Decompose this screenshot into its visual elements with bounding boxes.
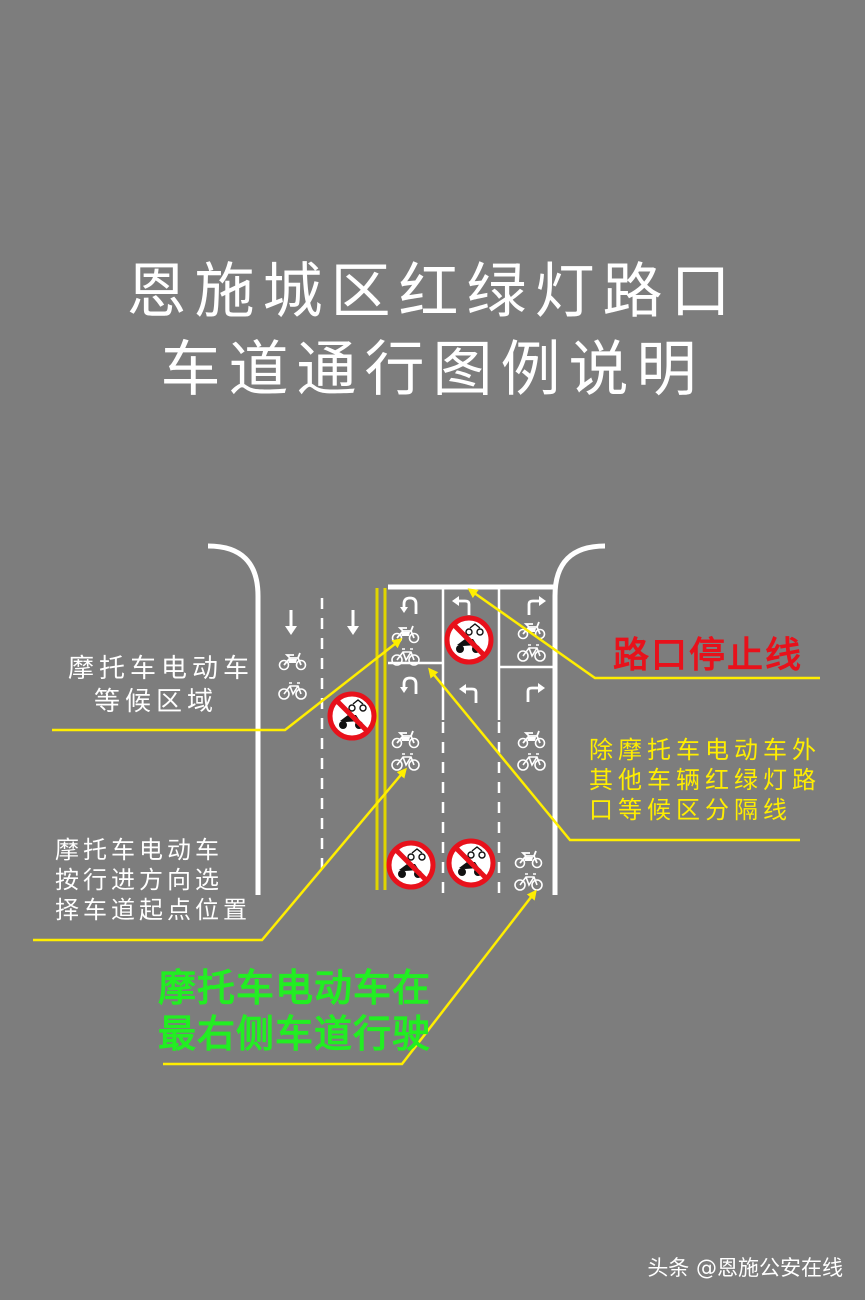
left-turn-arrow-icon	[452, 596, 471, 615]
bicycle-icon	[391, 753, 420, 771]
u-turn-arrow-icon	[400, 596, 418, 614]
left-turn-arrow-icon	[459, 684, 478, 703]
right-lane-label: 摩托车电动车在 最右侧车道行驶	[158, 966, 432, 1056]
watermark: 头条 @恩施公安在线	[647, 1256, 843, 1280]
motorcycle-icon	[391, 625, 420, 644]
callout-waiting-area	[52, 638, 403, 732]
bicycle-icon	[517, 644, 546, 662]
bicycle-icon	[514, 873, 543, 891]
waiting-area-label: 摩托车电动车 等候区域	[68, 654, 255, 717]
motorcycle-icon	[514, 850, 543, 869]
callout-lane-start	[33, 767, 407, 942]
right-curb	[552, 543, 606, 895]
motorcycle-icon	[517, 730, 546, 749]
right-turn-arrow-icon	[526, 683, 545, 702]
no-motorcycle-sign-icon	[447, 618, 491, 662]
down-arrow-icon	[347, 610, 359, 635]
bicycle-icon	[278, 682, 307, 700]
page-title-line-1: 恩施城区红绿灯路口	[126, 257, 739, 327]
no-motorcycle-sign-icon	[330, 694, 374, 738]
divider-label: 除摩托车电动车外 其他车辆红绿灯路 口等候区分隔线	[589, 736, 821, 824]
stop-line-label: 路口停止线	[613, 635, 804, 676]
motorcycle-icon	[391, 730, 420, 749]
no-motorcycle-sign-icon	[389, 843, 433, 887]
left-curb	[207, 543, 261, 895]
right-turn-arrow-icon	[527, 596, 546, 615]
down-arrow-icon	[285, 610, 297, 635]
lane-start-label: 摩托车电动车 按行进方向选 择车道起点位置	[55, 836, 251, 924]
motorcycle-icon	[278, 652, 307, 671]
bicycle-icon	[517, 753, 546, 771]
motorcycle-icon	[517, 621, 546, 640]
callout-divider	[428, 667, 800, 842]
u-turn-arrow-icon	[400, 676, 418, 694]
no-motorcycle-sign-icon	[449, 841, 493, 885]
callout-right-lane	[163, 889, 537, 1066]
page-title-line-2: 车道通行图例说明	[160, 335, 705, 405]
callout-stop-line	[467, 588, 820, 680]
